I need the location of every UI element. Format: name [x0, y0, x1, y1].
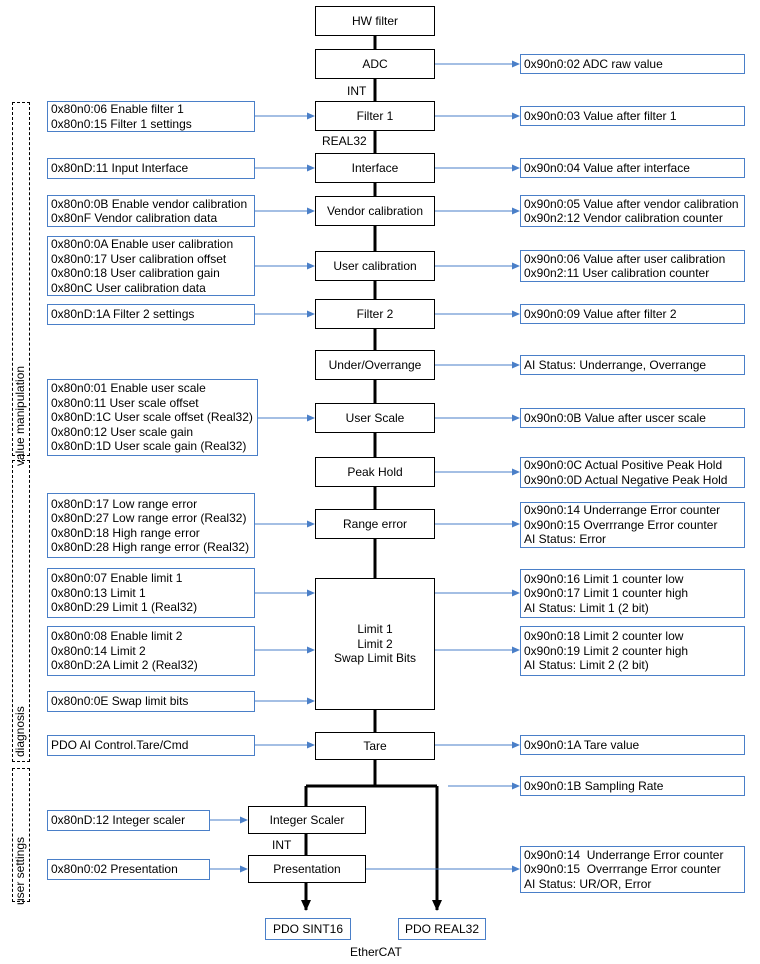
int-label: INT — [347, 84, 367, 98]
limit-2-params: 0x80n0:08 Enable limit 2 0x80n0:14 Limit… — [47, 626, 255, 676]
filter-1-params: 0x80n0:06 Enable filter 1 0x80n0:15 Filt… — [47, 101, 255, 132]
value-manipulation-label: value manipulation — [13, 365, 27, 466]
filter-2-outputs: 0x90n0:09 Value after filter 2 — [520, 304, 745, 324]
vendor-calibration-block: Vendor calibration — [315, 196, 435, 226]
vendor-calibration-outputs: 0x90n0:05 Value after vendor calibration… — [520, 195, 745, 227]
user-scale-block: User Scale — [315, 403, 435, 433]
diagnosis-group — [12, 460, 30, 762]
filter-2-params: 0x80nD:1A Filter 2 settings — [47, 304, 255, 325]
range-error-block: Range error — [315, 509, 435, 539]
vendor-calibration-params: 0x80n0:0B Enable vendor calibration 0x80… — [47, 195, 255, 227]
presentation-params: 0x80n0:02 Presentation — [47, 859, 210, 880]
limit-1-outputs: 0x90n0:16 Limit 1 counter low 0x90n0:17 … — [520, 569, 745, 618]
filter-2-block: Filter 2 — [315, 299, 435, 329]
interface-block: Interface — [315, 153, 435, 183]
integer-scaler-params: 0x80nD:12 Integer scaler — [47, 810, 210, 831]
tare-outputs: 0x90n0:1A Tare value — [520, 735, 745, 755]
value-manipulation-group — [12, 102, 30, 456]
user-calibration-params: 0x80n0:0A Enable user calibration 0x80n0… — [47, 236, 255, 296]
adc-outputs: 0x90n0:02 ADC raw value — [520, 54, 745, 74]
tare-block: Tare — [315, 732, 435, 760]
range-error-params: 0x80nD:17 Low range error 0x80nD:27 Low … — [47, 493, 255, 558]
user-settings-label: user settings — [13, 836, 27, 905]
under-overrange-outputs: AI Status: Underrange, Overrange — [520, 355, 745, 375]
input-arrows — [210, 112, 315, 873]
user-calibration-outputs: 0x90n0:06 Value after user calibration 0… — [520, 250, 745, 282]
diagnosis-label: diagnosis — [13, 706, 27, 757]
limit-2-outputs: 0x90n0:18 Limit 2 counter low 0x90n0:19 … — [520, 626, 745, 676]
range-error-outputs: 0x90n0:14 Underrange Error counter 0x90n… — [520, 502, 745, 548]
presentation-block: Presentation — [248, 855, 366, 883]
ethercat-label: EtherCAT — [350, 945, 402, 959]
under-overrange-block: Under/Overrange — [315, 350, 435, 380]
user-scale-outputs: 0x90n0:0B Value after uscer scale — [520, 408, 745, 428]
limit-block: Limit 1 Limit 2 Swap Limit Bits — [315, 578, 435, 710]
peak-hold-block: Peak Hold — [315, 457, 435, 487]
int-label-2: INT — [272, 838, 292, 852]
filter-1-outputs: 0x90n0:03 Value after filter 1 — [520, 106, 745, 126]
integer-scaler-block: Integer Scaler — [248, 806, 366, 834]
interface-outputs: 0x90n0:04 Value after interface — [520, 158, 745, 178]
pdo-sint16-output: PDO SINT16 — [265, 918, 351, 940]
peak-hold-outputs: 0x90n0:0C Actual Positive Peak Hold 0x90… — [520, 457, 745, 488]
interface-params: 0x80nD:11 Input Interface — [47, 158, 255, 179]
real32-label: REAL32 — [322, 134, 367, 148]
tare-params: PDO AI Control.Tare/Cmd — [47, 735, 255, 756]
output-arrows — [365, 60, 520, 873]
hw-filter-block: HW filter — [315, 6, 435, 36]
sampling-rate-outputs: 0x90n0:1B Sampling Rate — [520, 776, 745, 796]
user-settings-group — [12, 768, 30, 902]
pdo-real32-output: PDO REAL32 — [398, 918, 486, 940]
user-scale-params: 0x80n0:01 Enable user scale 0x80n0:11 Us… — [47, 379, 258, 456]
limit-1-params: 0x80n0:07 Enable limit 1 0x80n0:13 Limit… — [47, 568, 255, 618]
adc-block: ADC — [315, 49, 435, 79]
presentation-outputs: 0x90n0:14 Underrange Error counter 0x90n… — [520, 846, 745, 893]
filter-1-block: Filter 1 — [315, 101, 435, 131]
swap-limit-params: 0x80n0:0E Swap limit bits — [47, 691, 255, 712]
user-calibration-block: User calibration — [315, 251, 435, 281]
